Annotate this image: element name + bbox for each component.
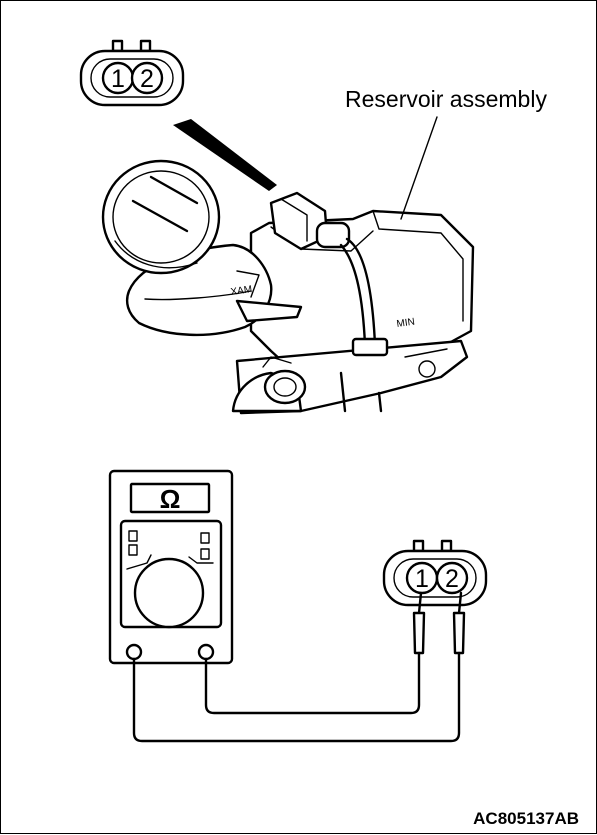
meter-terminal-left[interactable]	[125, 643, 143, 661]
reservoir-leader-line	[400, 116, 438, 220]
svg-text:XAM: XAM	[230, 284, 253, 298]
view-direction-arrow	[173, 119, 277, 191]
connector-bottom-pin-2: 2	[445, 565, 459, 593]
reservoir-assembly: XAM MIN	[101, 159, 475, 415]
multimeter: Ω	[108, 469, 234, 665]
figure-code: AC805137AB	[473, 809, 579, 828]
svg-text:MIN: MIN	[396, 317, 416, 330]
selector-dial[interactable]	[133, 557, 205, 629]
connector-top-pin-1: 1	[111, 65, 125, 93]
meter-terminal-right[interactable]	[197, 643, 215, 661]
connector-bottom: 1 2	[382, 539, 488, 607]
reservoir-label: Reservoir assembly	[345, 86, 547, 112]
test-lead-left	[132, 651, 461, 743]
test-lead-right	[204, 651, 421, 715]
test-probe-1[interactable]	[412, 591, 426, 655]
connector-bottom-pin-1: 1	[415, 565, 429, 593]
connector-top: 1 2	[79, 39, 185, 107]
connector-top-pin-2: 2	[140, 65, 154, 93]
test-probe-2[interactable]	[452, 591, 466, 655]
ohm-symbol: Ω	[160, 484, 181, 514]
